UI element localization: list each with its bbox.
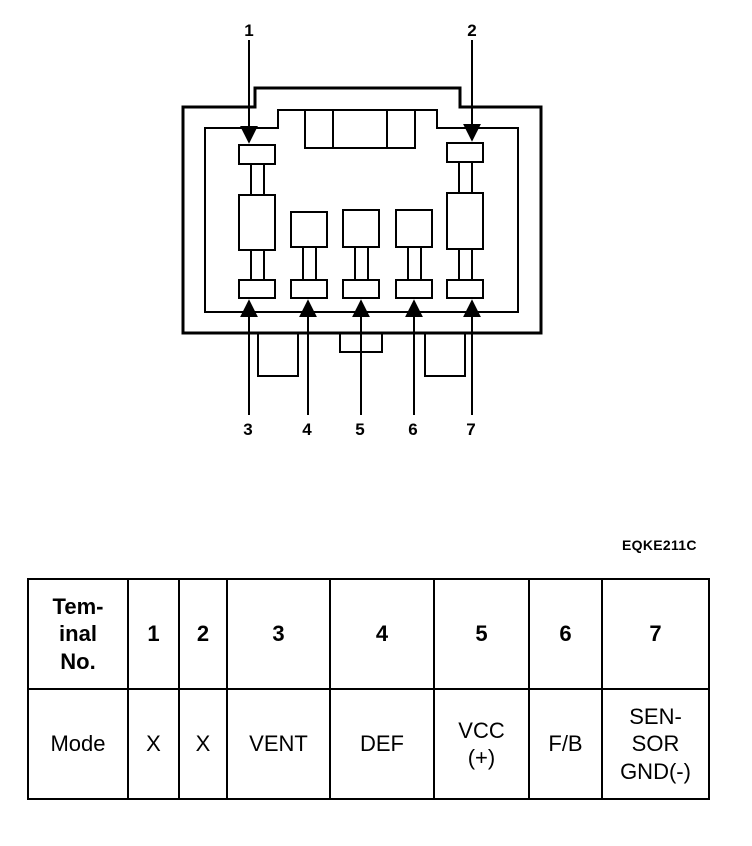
mode-header-cell: Mode: [27, 688, 129, 800]
terminal-cell: 7: [601, 578, 710, 690]
terminal-cell: 6: [528, 578, 603, 690]
leader-arrows: [240, 40, 481, 415]
pin-label-4: 4: [302, 420, 312, 439]
pin-5: [342, 209, 380, 299]
locking-tab: [304, 109, 416, 149]
terminal-cell: 1: [127, 578, 180, 690]
mode-cell: X: [178, 688, 228, 800]
mode-cell: F/B: [528, 688, 603, 800]
pin-left: [238, 144, 276, 299]
terminal-cell: 2: [178, 578, 228, 690]
pin-label-7: 7: [466, 420, 475, 439]
terminal-header-cell: Tem- inal No.: [27, 578, 129, 690]
pin-label-5: 5: [355, 420, 364, 439]
connector-diagram: 1 2 3 4 5 6 7: [181, 21, 543, 439]
terminal-cell: 3: [226, 578, 331, 690]
pin-label-1: 1: [244, 21, 253, 40]
pin-6: [395, 209, 433, 299]
terminal-cell: 5: [433, 578, 530, 690]
mode-cell: X: [127, 688, 180, 800]
pin-label-2: 2: [467, 21, 476, 40]
connector-housing: [181, 86, 543, 335]
pin-label-6: 6: [408, 420, 417, 439]
mode-cell: DEF: [329, 688, 435, 800]
mode-cell: SEN- SOR GND(-): [601, 688, 710, 800]
pin-label-3: 3: [243, 420, 252, 439]
mode-row: Mode X X VENT DEF VCC (+) F/B SEN- SOR G…: [27, 688, 710, 800]
terminal-cell: 4: [329, 578, 435, 690]
figure-code: EQKE211C: [622, 537, 697, 553]
terminal-row: Tem- inal No. 1 2 3 4 5 6 7: [27, 578, 710, 690]
pin-4: [290, 211, 328, 299]
mode-cell: VENT: [226, 688, 331, 800]
pin-right: [446, 142, 484, 299]
terminal-table: Tem- inal No. 1 2 3 4 5 6 7 Mode X X VEN…: [27, 578, 710, 800]
mode-cell: VCC (+): [433, 688, 530, 800]
